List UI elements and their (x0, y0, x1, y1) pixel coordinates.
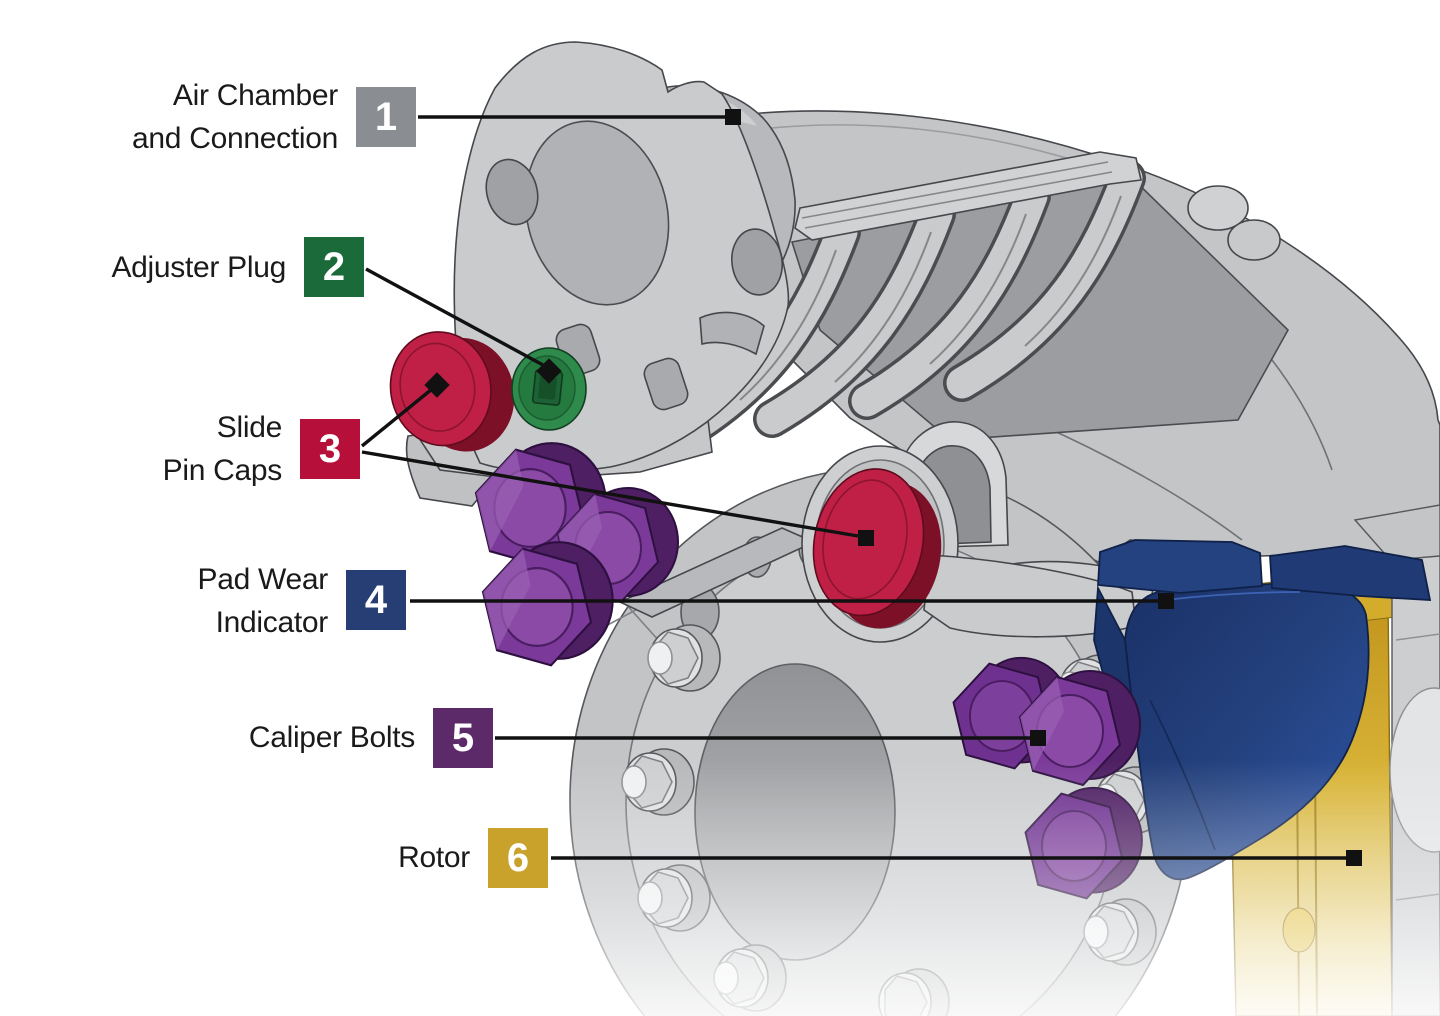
leader-marker-4 (1158, 593, 1174, 609)
bottom-fade (380, 760, 1440, 1016)
label-line: Rotor (398, 841, 470, 874)
callout-label-air-chamber: Air Chamber and Connection (0, 74, 338, 160)
label-line: Indicator (215, 606, 329, 639)
label-line: Air Chamber (172, 79, 338, 112)
leader-marker-3b (858, 530, 874, 546)
leader-marker-5 (1030, 730, 1046, 746)
callout-badge-adjuster-plug: 2 (304, 237, 364, 297)
callout-label-pad-wear-indicator: Pad Wear Indicator (0, 558, 329, 644)
leader-marker-6 (1346, 850, 1362, 866)
label-line: Slide (216, 411, 283, 444)
adjuster-plug (511, 347, 587, 431)
callout-badge-rotor: 6 (488, 828, 548, 888)
leader-line-2 (365, 267, 544, 367)
label-line: Pin Caps (162, 454, 283, 487)
label-line: and Connection (132, 122, 338, 155)
leader-line-3b (361, 450, 859, 538)
leader-marker-3a (424, 372, 450, 398)
label-line: Adjuster Plug (111, 251, 286, 284)
leader-line-3a (360, 387, 434, 448)
callout-badge-caliper-bolts: 5 (433, 708, 493, 768)
callout-badge-pad-wear-indicator: 4 (346, 570, 406, 630)
label-line: Caliper Bolts (248, 721, 415, 754)
callout-label-slide-pin-caps: Slide Pin Caps (0, 406, 283, 492)
leader-marker-1 (725, 109, 741, 125)
leader-marker-2 (536, 358, 562, 384)
callout-label-caliper-bolts: Caliper Bolts (0, 716, 415, 759)
callout-label-adjuster-plug: Adjuster Plug (0, 246, 286, 289)
label-line: Pad Wear (197, 563, 329, 596)
flange-center-hole (524, 120, 670, 306)
caliper-bolts-left (474, 442, 679, 667)
callout-label-rotor: Rotor (0, 836, 470, 879)
leader-lines (360, 109, 1362, 866)
callout-badge-slide-pin-caps: 3 (300, 419, 360, 479)
callout-badge-air-chamber: 1 (356, 87, 416, 147)
caliper-top-rail (794, 151, 1281, 261)
